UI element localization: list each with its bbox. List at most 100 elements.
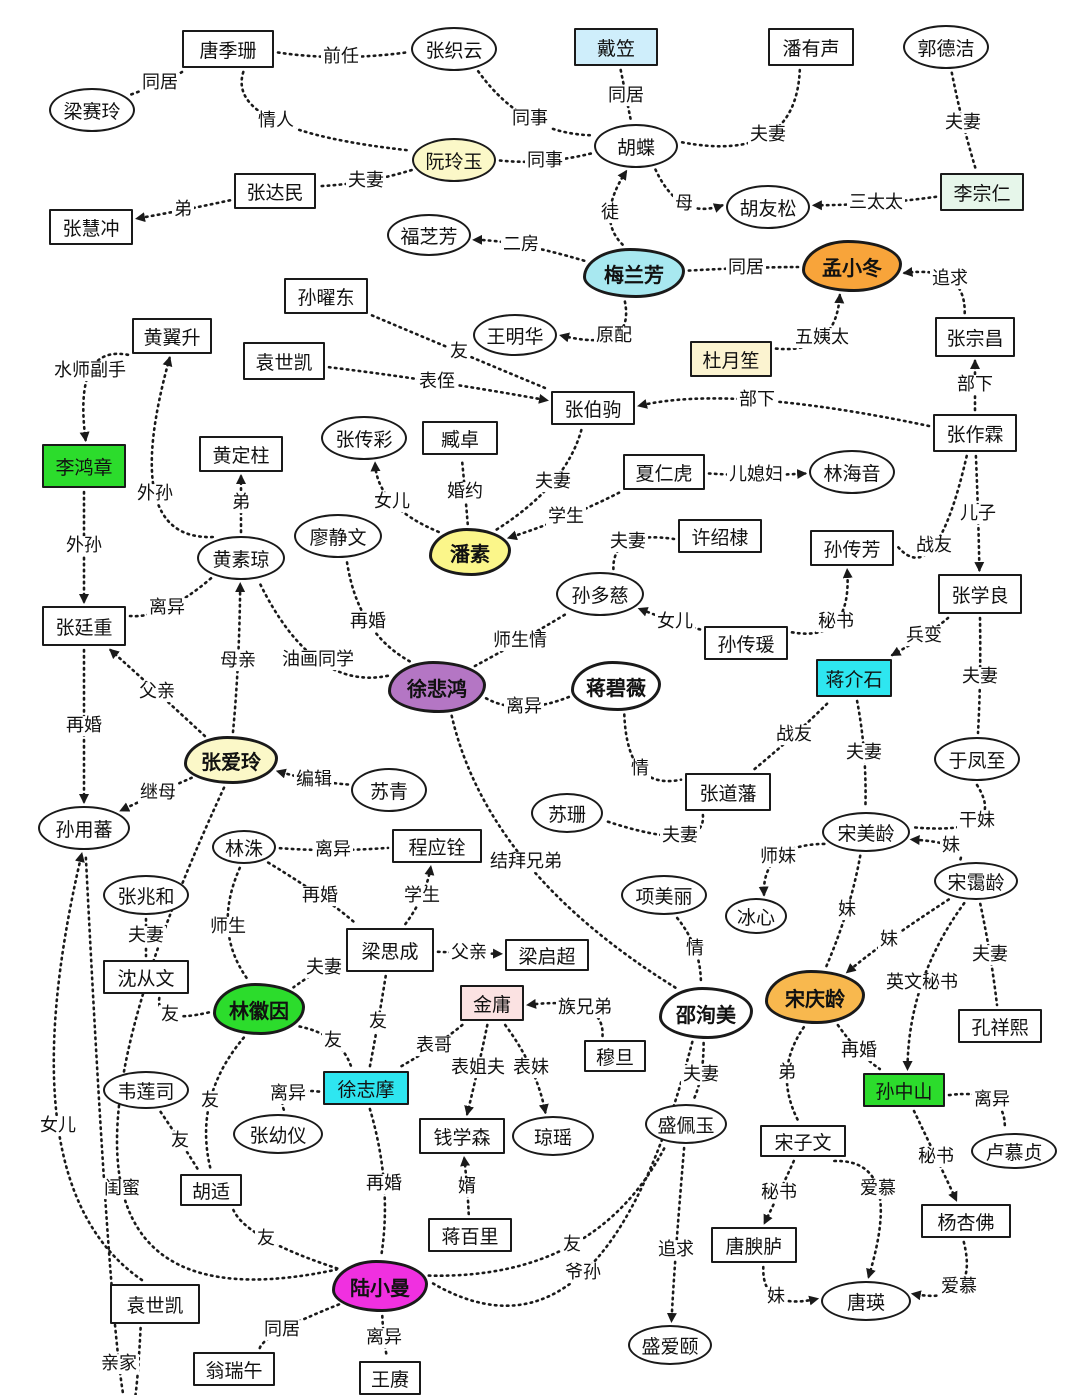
node-wei-liansi: 韦莲司 <box>103 1071 189 1109</box>
edge-label: 离异 <box>504 696 544 718</box>
edge-label: 女儿 <box>372 491 412 513</box>
node-xu-shaodi: 许绍棣 <box>678 519 762 553</box>
node-label: 阮玲玉 <box>425 150 483 173</box>
edge-label: 原配 <box>594 325 634 347</box>
node-song-ailing: 宋霭龄 <box>934 862 1018 900</box>
node-wang-geng: 王赓 <box>359 1361 421 1395</box>
edge-label: 友 <box>448 341 470 363</box>
edge-label: 同居 <box>606 85 646 107</box>
edge-label: 再婚 <box>364 1173 404 1195</box>
node-label: 许绍棣 <box>691 526 749 549</box>
edge-label: 离异 <box>364 1327 404 1349</box>
edge-label: 离异 <box>313 839 353 861</box>
node-label: 唐季珊 <box>199 39 257 62</box>
node-yu-fengzhi: 于凤至 <box>934 737 1020 781</box>
edge-label: 三太太 <box>847 192 905 214</box>
node-song-meiling: 宋美龄 <box>822 812 910 852</box>
node-zhang-daofan: 张道藩 <box>685 773 771 811</box>
edge-label: 离异 <box>268 1083 308 1105</box>
edge-label: 外孙 <box>135 483 175 505</box>
edge-label: 儿媳妇 <box>727 464 785 486</box>
node-liang-qichao: 梁启超 <box>505 939 589 971</box>
edge-label: 弟 <box>230 492 252 514</box>
node-yuan-shikai-2: 袁世凯 <box>110 1284 200 1324</box>
edge-label: 夫妻 <box>346 170 386 192</box>
node-label: 宋美龄 <box>837 822 895 845</box>
node-label: 唐瑛 <box>846 1291 885 1314</box>
node-label: 韦莲司 <box>117 1080 175 1103</box>
node-jiang-jieshi: 蒋介石 <box>816 659 892 697</box>
edge-label: 爱慕 <box>939 1276 979 1298</box>
node-label: 王赓 <box>370 1368 409 1391</box>
node-label: 胡适 <box>191 1180 230 1203</box>
node-label: 苏珊 <box>547 803 586 826</box>
node-label: 宋子文 <box>774 1131 832 1154</box>
node-label: 林徽因 <box>229 998 289 1023</box>
node-label: 黄翼升 <box>143 326 201 349</box>
node-su-shan: 苏珊 <box>531 793 603 833</box>
edge-label: 部下 <box>955 374 995 396</box>
node-qiong-yao: 琼瑶 <box>512 1116 594 1156</box>
node-label: 孙曜东 <box>297 286 355 309</box>
edge-label: 再婚 <box>64 715 104 737</box>
node-label: 袁世凯 <box>126 1294 184 1317</box>
edge-label: 同事 <box>525 150 565 172</box>
node-shao-xunmei: 邵洵美 <box>659 987 753 1039</box>
node-label: 翁瑞午 <box>205 1359 263 1382</box>
edge-label: 同居 <box>726 257 766 279</box>
node-cheng-yingquan: 程应铨 <box>392 829 482 863</box>
node-zhang-huichong: 张慧冲 <box>49 209 133 245</box>
edge-label: 再婚 <box>300 885 340 907</box>
node-label: 冰心 <box>736 906 775 929</box>
node-label: 陆小曼 <box>350 1275 410 1300</box>
node-liao-jingwen: 廖静文 <box>294 514 382 558</box>
node-sun-duoci: 孙多慈 <box>556 572 644 616</box>
edge-label: 同居 <box>140 72 180 94</box>
node-lu-muzhen: 卢慕贞 <box>971 1133 1057 1169</box>
edge-label: 情人 <box>256 110 296 132</box>
edge-label: 秘书 <box>916 1146 956 1168</box>
edge-sheng_peiyu-sheng_aiyi <box>666 1146 686 1323</box>
node-label: 李鸿章 <box>55 456 113 479</box>
node-huang-yisheng: 黄翼升 <box>132 318 212 354</box>
edge-label: 同事 <box>510 108 550 130</box>
edge-label: 兵变 <box>904 625 944 647</box>
node-label: 钱学森 <box>433 1126 491 1149</box>
edge-label: 族兄弟 <box>556 997 614 1019</box>
node-su-qing: 苏青 <box>351 768 427 812</box>
edge-label: 夫妻 <box>960 666 1000 688</box>
edge-label: 父亲 <box>137 681 177 703</box>
node-qian-xuesen: 钱学森 <box>419 1118 505 1154</box>
node-mu-dan: 穆旦 <box>584 1040 646 1072</box>
node-bing-xin: 冰心 <box>725 898 787 934</box>
edge-label: 表侄 <box>417 371 457 393</box>
node-label: 孙传芳 <box>823 538 881 561</box>
edge-label: 秘书 <box>759 1182 799 1204</box>
edge-label: 师生 <box>208 916 248 938</box>
node-huang-suqiong: 黄素琼 <box>197 536 285 580</box>
node-tang-ying: 唐瑛 <box>821 1281 911 1321</box>
node-label: 宋霭龄 <box>947 871 1005 894</box>
node-label: 张道藩 <box>699 782 757 805</box>
node-lin-zhu: 林洙 <box>212 830 276 864</box>
edge-label: 夫妻 <box>681 1064 721 1086</box>
edge-label: 外孙 <box>64 535 104 557</box>
edge-shao_xunmei-lu_xiaoman <box>430 1040 694 1307</box>
edge-label: 婚约 <box>445 481 485 503</box>
node-label: 盛佩玉 <box>657 1114 715 1137</box>
edge-label: 友 <box>199 1090 221 1112</box>
node-label: 李宗仁 <box>953 182 1011 205</box>
node-label: 琼瑶 <box>533 1126 572 1149</box>
node-label: 张织云 <box>425 39 483 62</box>
node-sheng-aiyi: 盛爱颐 <box>628 1325 712 1365</box>
node-label: 项美丽 <box>635 885 693 908</box>
edge-label: 儿子 <box>958 503 998 525</box>
node-huang-dingzhu: 黄定柱 <box>199 436 283 472</box>
node-xiang-meili: 项美丽 <box>621 875 707 915</box>
edge-label: 情 <box>629 758 651 780</box>
edge-label: 表姐夫 <box>449 1057 507 1079</box>
edge-label: 夫妻 <box>533 471 573 493</box>
node-mei-lanfang: 梅兰芳 <box>583 248 685 298</box>
node-label: 穆旦 <box>595 1046 634 1069</box>
